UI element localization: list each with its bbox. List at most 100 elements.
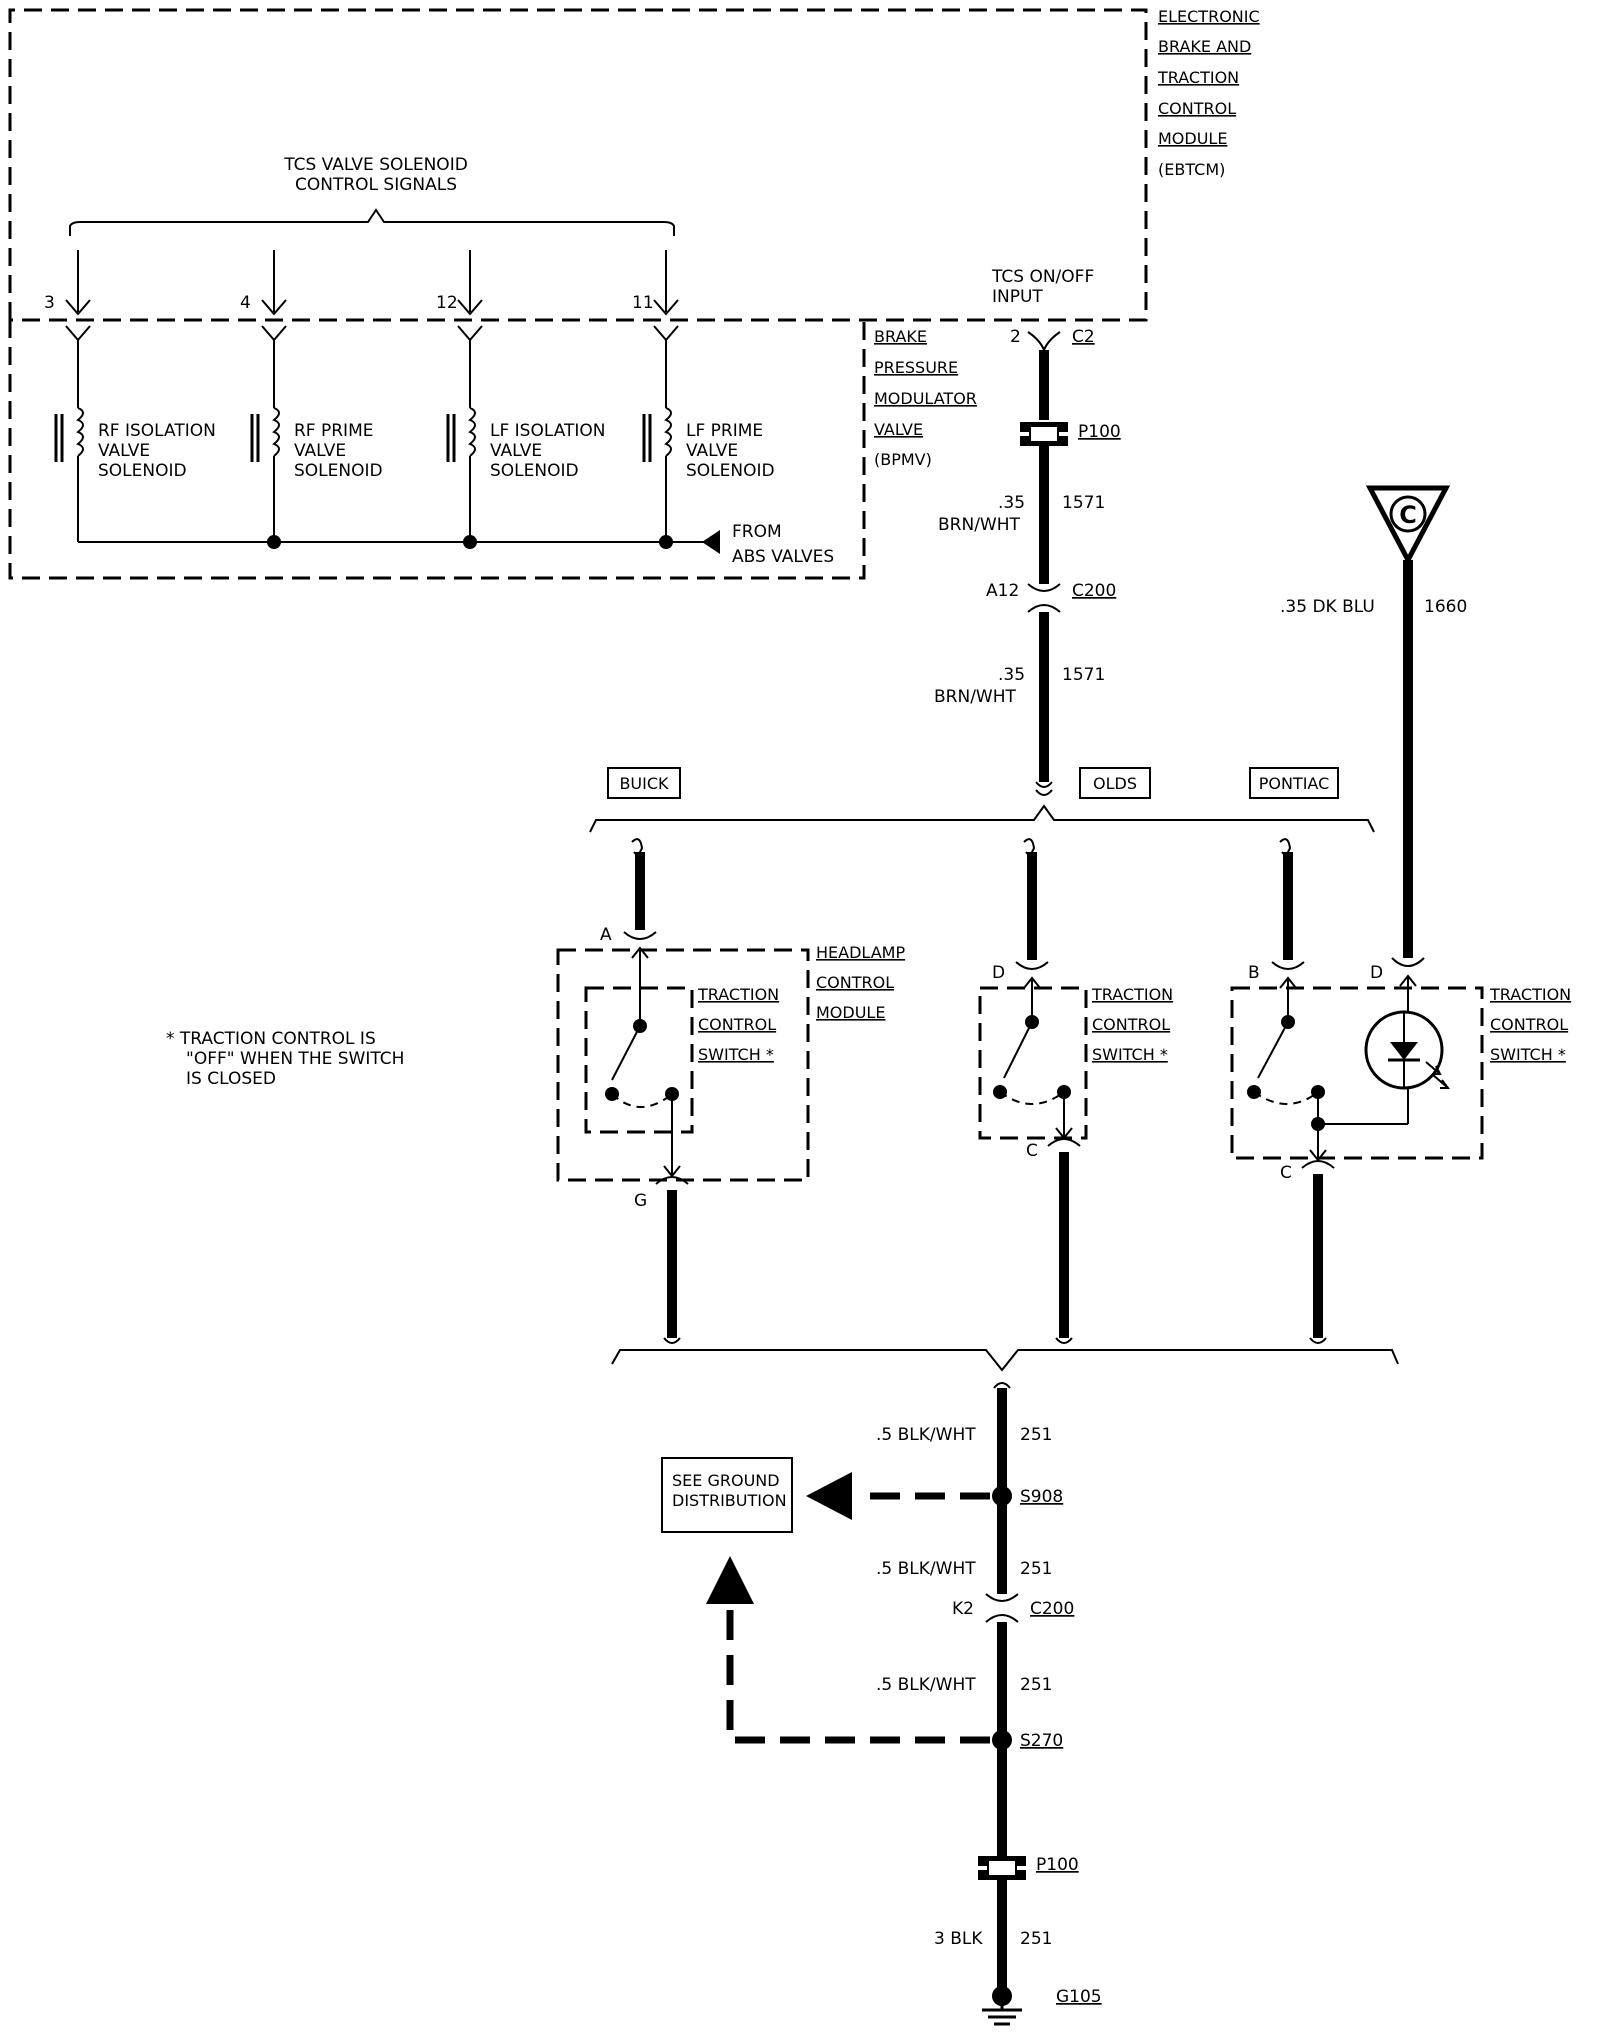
wire1-circuit: 1571 (1062, 493, 1105, 513)
ground-circuit-d: 251 (1020, 1929, 1052, 1949)
conn-c2: C2 (1072, 327, 1095, 347)
ebtcm-module: ELECTRONIC BRAKE AND TRACTION CONTROL MO… (8, 7, 1260, 322)
solenoid-pin-4: 11 (632, 293, 654, 313)
signals-label-2: CONTROL SIGNALS (295, 175, 457, 195)
bpmv-title-4: VALVE (874, 420, 923, 439)
ground-wire-d: 3 BLK (934, 1929, 983, 1949)
buick-pin-g: G (634, 1191, 647, 1211)
ebtcm-title-2: BRAKE AND (1158, 37, 1251, 56)
variant-bracket: BUICK OLDS PONTIAC (589, 767, 1375, 833)
tcs-input-label-2: INPUT (992, 287, 1043, 307)
coil-icon (272, 407, 280, 457)
ebtcm-title-6: (EBTCM) (1158, 160, 1225, 179)
pontiac-d-connector (1391, 957, 1425, 967)
feed-c-circuit: 1660 (1424, 597, 1467, 617)
traction-note: * TRACTION CONTROL IS "OFF" WHEN THE SWI… (166, 1029, 404, 1089)
feed-c-wire: .35 DK BLU (1280, 597, 1375, 617)
see-ground-1: SEE GROUND (672, 1471, 780, 1490)
signals-bracket (69, 208, 675, 236)
p100-upper-label: P100 (1078, 422, 1121, 442)
pin-c2: 2 (1010, 327, 1021, 347)
solenoid-label-4-2: VALVE (686, 441, 738, 461)
solenoid-label-4-3: SOLENOID (686, 461, 775, 481)
olds-c-connector (1047, 1138, 1081, 1147)
c200-upper-connector-bottom (1027, 604, 1061, 613)
note-line-2: "OFF" WHEN THE SWITCH (186, 1049, 404, 1069)
solenoid-label-2-2: VALVE (294, 441, 346, 461)
buick-pin-a: A (600, 925, 612, 945)
solenoid-connector-4 (653, 325, 679, 342)
ground-wire-a: .5 BLK/WHT (876, 1425, 976, 1445)
s908-splice (992, 1486, 1012, 1506)
bpmv-title-5: (BPMV) (874, 450, 932, 469)
solenoid-connector-3 (457, 325, 483, 342)
buick-a-connector (623, 931, 657, 940)
g105-label: G105 (1056, 1987, 1102, 2007)
solenoid-label-1-1: RF ISOLATION (98, 421, 216, 441)
p100-lower (978, 1856, 1026, 1880)
see-ground-arrow-left (806, 1472, 852, 1520)
buick-switch-box (584, 986, 694, 1134)
p100-upper (1020, 422, 1068, 446)
feed-c-symbol: C (1399, 501, 1417, 529)
variant-olds: OLDS (1093, 774, 1137, 793)
c200-lower-label: C200 (1030, 1599, 1074, 1619)
see-ground-2: DISTRIBUTION (672, 1491, 787, 1510)
tcs-input-label-1: TCS ON/OFF (991, 267, 1094, 287)
wire1-gauge: .35 (998, 493, 1025, 513)
wire2-gauge: .35 (998, 665, 1025, 685)
feed-c: C .35 DK BLU 1660 (1280, 485, 1467, 967)
solenoid-pin-1: 3 (44, 293, 55, 313)
pontiac-pin-c: C (1280, 1163, 1292, 1183)
ground-circuit-b: 251 (1020, 1559, 1052, 1579)
pontiac-tag (1249, 767, 1339, 799)
see-ground-arrow-up (706, 1556, 754, 1604)
ground-wire-c: .5 BLK/WHT (876, 1675, 976, 1695)
ebtcm-title-5: MODULE (1158, 129, 1227, 148)
c200-upper-label: C200 (1072, 581, 1116, 601)
pontiac-switch-box (1230, 986, 1484, 1160)
pontiac-pin-b: B (1248, 963, 1260, 983)
pontiac-pin-d: D (1370, 963, 1383, 983)
note-line-3: IS CLOSED (186, 1069, 276, 1089)
olds-pin-d: D (992, 963, 1005, 983)
olds-d-connector (1015, 961, 1049, 970)
ebtcm-title-4: CONTROL (1158, 99, 1236, 118)
s270-label: S270 (1020, 1731, 1063, 1751)
ground-circuit-c: 251 (1020, 1675, 1052, 1695)
solenoid-label-1-3: SOLENOID (98, 461, 187, 481)
ground-wire-b: .5 BLK/WHT (876, 1559, 976, 1579)
pontiac-c-connector (1301, 1160, 1335, 1169)
pontiac-b-connector (1271, 961, 1305, 970)
from-abs-1: FROM (732, 522, 782, 542)
ground-circuit-a: 251 (1020, 1425, 1052, 1445)
see-ground-distribution-box[interactable] (661, 1457, 793, 1533)
bpmv-title-3: MODULATOR (874, 389, 977, 408)
solenoid-label-3-1: LF ISOLATION (490, 421, 606, 441)
pontiac-switch-2: CONTROL (1490, 1015, 1568, 1034)
solenoid-label-2-1: RF PRIME (294, 421, 373, 441)
pontiac-switch-1: TRACTION (1489, 985, 1571, 1004)
wire2-circuit: 1571 (1062, 665, 1105, 685)
buick-module-3: MODULE (816, 1003, 885, 1022)
p100-lower-label: P100 (1036, 1855, 1079, 1875)
solenoid-label-3-2: VALVE (490, 441, 542, 461)
buick-tag (607, 767, 681, 799)
solenoid-pin-3: 12 (436, 293, 458, 313)
variant-pontiac: PONTIAC (1259, 774, 1330, 793)
ground-circuit: .5 BLK/WHT 251 S908 SEE GROUND DISTRIBUT… (661, 1382, 1102, 2026)
indicator-lamp-icon (1364, 1010, 1450, 1090)
c200-upper-connector-top (1027, 583, 1061, 592)
olds-switch-2: CONTROL (1092, 1015, 1170, 1034)
solenoid-connector-2 (261, 325, 287, 342)
buick-module-2: CONTROL (816, 973, 894, 992)
c200-lower-pin: K2 (952, 1599, 974, 1619)
buick-switch-1: TRACTION (697, 985, 779, 1004)
s270-splice (992, 1730, 1012, 1750)
solenoid-label-3-3: SOLENOID (490, 461, 579, 481)
